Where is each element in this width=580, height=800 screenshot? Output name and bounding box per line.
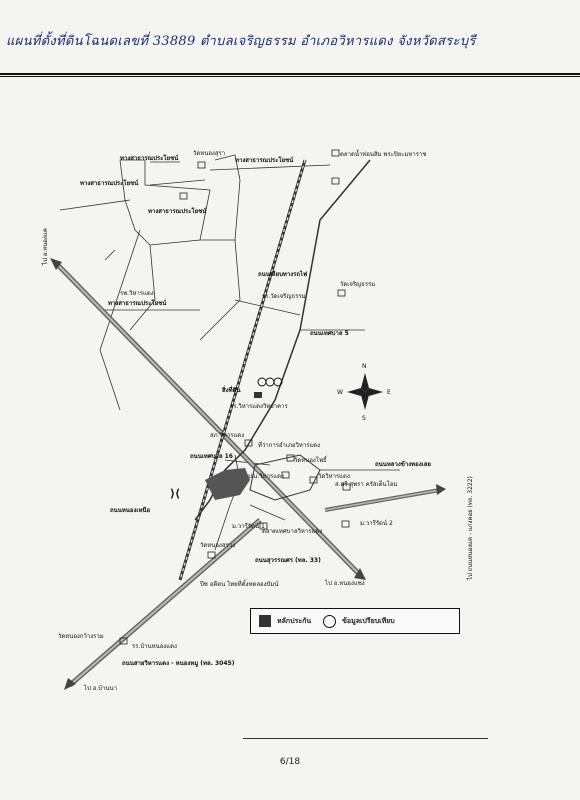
highway-3045 xyxy=(64,518,262,690)
signature-line xyxy=(243,738,488,739)
label-wat-nong-phai: วัดหนองโพธิ์ xyxy=(294,455,328,464)
municipal-road xyxy=(194,159,371,521)
label-to-ban-mo: ไป อ.บ้านนา xyxy=(83,684,117,692)
legend-comparison-label: ข้อมูลเปรียบเทียบ xyxy=(342,616,395,625)
label-district-office: ที่ว่าการอำเภอวิหารแดง xyxy=(258,441,320,449)
label-wat-bang-roi: วัดหนองกว้างรวม xyxy=(58,633,104,640)
label-post-office: ปณ.วิหารแดง xyxy=(248,473,284,480)
label-market: ตลาดเทศบาลวิหารแดง xyxy=(262,528,322,535)
label-school-vihan: รร.วิหารแดงวิทยาคาร xyxy=(230,403,289,410)
label-road-reuang: ถนนหนองเหนือ xyxy=(110,506,151,514)
highway-33 xyxy=(50,258,366,580)
label-wat-nong-sauang: วัดหนองสรวง xyxy=(200,542,235,549)
map-legend: หลักประกัน ข้อมูลเปรียบเทียบ xyxy=(250,608,460,634)
label-police: สภ.วิหารแดง xyxy=(210,432,244,439)
label-road-16: ถนนเทศบาล 16 xyxy=(190,453,233,460)
compass-e: E xyxy=(387,389,391,396)
label-mu-2: ม.วารีรัตน์ 2 xyxy=(360,519,393,527)
label-floating-market: ตลาดน้ำห่อนสิม พระปิยะมหาราช xyxy=(340,148,426,158)
label-road-pho-mun: ถนนหลวงข้างทองเลย xyxy=(375,460,431,468)
label-school-ban: รร.บ้านหนองแดง xyxy=(132,643,177,650)
label-public-way-3: ทางสาธารณประโยชน์ xyxy=(148,207,207,215)
label-public-way-2: ทางสาธารณประโยชน์ xyxy=(80,179,139,187)
railway xyxy=(178,159,307,581)
label-school-sangkhom: ส.ศรี สุพรา ครัสเต็นโฮม xyxy=(335,479,397,488)
label-mu-1: ม.วารีรัตน์ 1 xyxy=(232,522,265,530)
map-labels: ไป อ.หนองแค ทางสาธารณประโยชน์ ทางสาธารณป… xyxy=(41,148,474,692)
label-to-nong-khae: ไป อ.หนองแค xyxy=(41,228,49,266)
page-number: 6/18 xyxy=(279,757,301,767)
label-wat-charoen: วัดเจริญธรรม xyxy=(340,281,375,288)
label-road-33: ถนนสุวรรณศร (ทล. 33) xyxy=(255,557,321,564)
top-divider-2 xyxy=(0,76,580,77)
label-hospital: รพ.วิหารแดง xyxy=(120,290,154,297)
bridge-mark: ⟩⟨ xyxy=(170,487,180,500)
subject-area xyxy=(205,468,250,500)
label-to-saraburi: ไป อ.หนองแซง xyxy=(324,579,365,587)
label-public-way-5: ทางสาธารณประโยชน์ xyxy=(235,156,294,164)
label-subject: สิ่งที่ดิน xyxy=(222,385,242,394)
label-road-3045: ถนนสายวิหารแดง - หนองหมู (ทล. 3045) xyxy=(122,659,235,668)
highway-3222 xyxy=(324,484,446,512)
legend-comparison-swatch xyxy=(323,614,337,628)
legend-main-label: หลักประกัน xyxy=(277,616,312,625)
legend-main-swatch xyxy=(259,615,271,627)
label-railway-road: ถนนเลียบทางรถไฟ xyxy=(258,270,307,278)
label-village: ปีซ อดีตน ไทยที่ตั้งทดลองปัมน์ xyxy=(199,578,278,588)
label-public-way-1: ทางสาธารณประโยชน์ xyxy=(120,154,179,162)
location-map: ⟩⟨ N S W E ไป อ.หนองแค ทางสาธารณประโยชน์… xyxy=(41,148,474,692)
water-area xyxy=(249,454,321,501)
label-wat-nong-sura: วัดหนองสุรา xyxy=(193,150,225,157)
compass-w: W xyxy=(337,389,343,396)
top-divider xyxy=(0,73,580,75)
label-to-kaeng-khoi: ไป ถนนหนองแค - แก่งคอย (ทล. 3222) xyxy=(466,476,474,581)
label-wat-vihan: วัดวิหารแดง xyxy=(318,473,350,480)
label-road-5: ถนนเทศบาล 5 xyxy=(310,330,349,337)
subject-marker xyxy=(254,377,283,398)
compass-n: N xyxy=(362,363,367,370)
label-school-charoen: รร.วัดเจริญธรรม xyxy=(262,293,306,300)
place-icons xyxy=(119,149,351,645)
compass-icon: N S W E xyxy=(337,363,391,422)
compass-s: S xyxy=(362,415,366,422)
document-title: แผนที่ตั้งที่ดินโฉนดเลขที่ 33889 ตำบลเจร… xyxy=(6,34,476,49)
label-public-way-4: ทางสาธารณประโยชน์ xyxy=(108,299,167,307)
